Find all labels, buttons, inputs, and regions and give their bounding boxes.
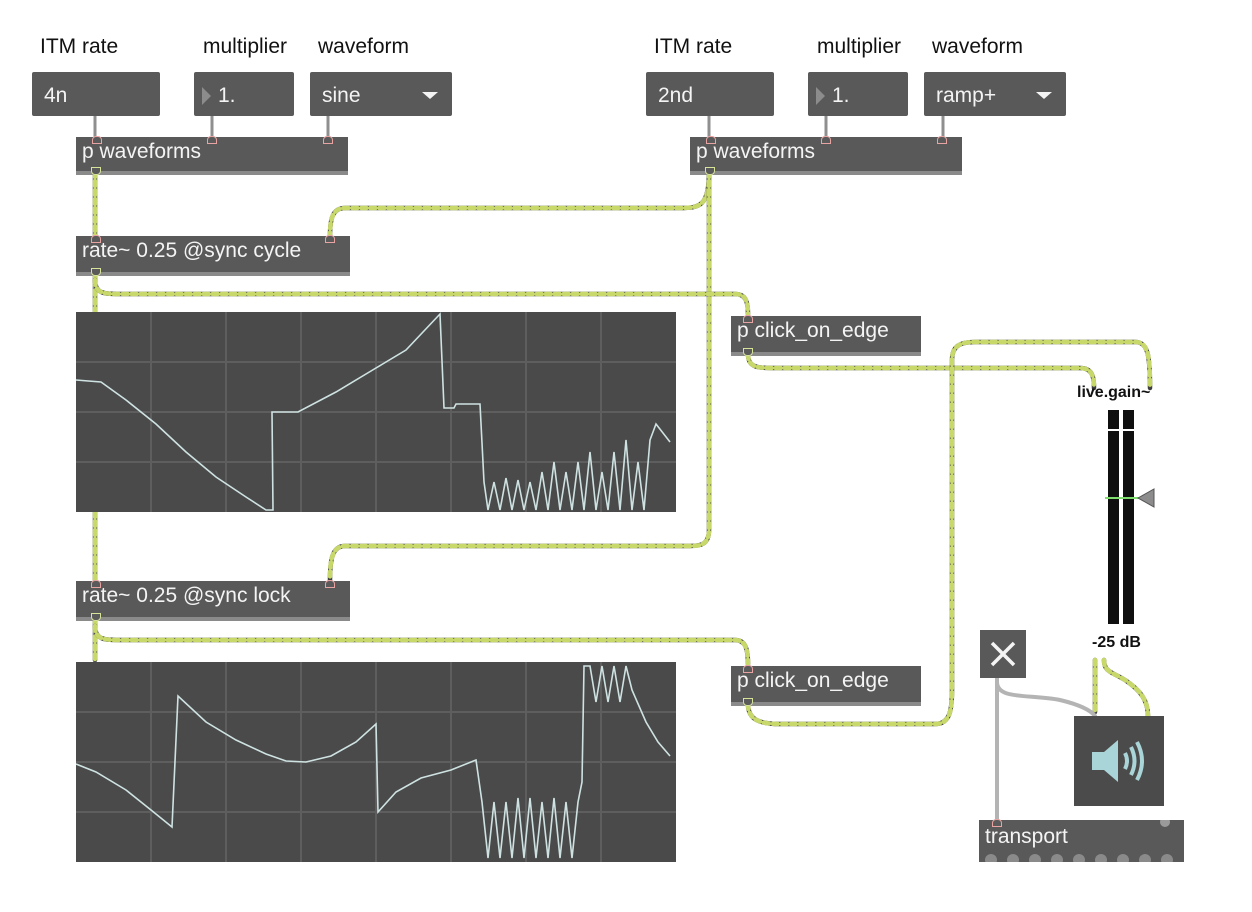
- patchcord: [327, 169, 712, 239]
- inlet[interactable]: [821, 136, 831, 144]
- object-text: p click_on_edge: [737, 319, 889, 342]
- patchcord: [995, 680, 1097, 718]
- click-on-edge-subpatch-top[interactable]: p click_on_edge: [731, 315, 921, 356]
- rate-sync-lock-object[interactable]: rate~ 0.25 @sync lock: [76, 580, 350, 621]
- object-text: p waveforms: [696, 140, 816, 163]
- speaker-icon: [1092, 740, 1144, 782]
- patchcord: [327, 169, 712, 583]
- object-text: rate~ 0.25 @sync lock: [82, 584, 291, 607]
- chevron-down-icon: [422, 92, 438, 99]
- gain-label: live.gain~: [1077, 384, 1151, 401]
- transport-toggle[interactable]: [980, 630, 1026, 678]
- waveforms-subpatch-right[interactable]: p waveforms: [690, 136, 962, 175]
- click-on-edge-subpatch-bottom[interactable]: p click_on_edge: [731, 665, 921, 706]
- waveforms-subpatch-left[interactable]: p waveforms: [76, 136, 348, 175]
- outlet[interactable]: [743, 698, 753, 706]
- waveform-menu-left[interactable]: sine: [310, 72, 452, 116]
- inlet[interactable]: [325, 235, 335, 243]
- itm-rate-label-right: ITM rate: [654, 35, 733, 58]
- waveform-value: ramp+: [936, 84, 997, 107]
- itm-rate-value: 4n: [44, 84, 68, 107]
- inlet[interactable]: [207, 136, 217, 144]
- inlet[interactable]: [992, 819, 1002, 827]
- rate-sync-cycle-object[interactable]: rate~ 0.25 @sync cycle: [76, 235, 350, 276]
- inlet[interactable]: [937, 136, 947, 144]
- multiplier-number-left[interactable]: 1.: [194, 72, 294, 116]
- patchcord: [92, 623, 751, 667]
- scope-display-top[interactable]: [76, 312, 676, 512]
- itm-rate-menu-left[interactable]: 4n: [32, 72, 160, 116]
- patchcord: [92, 623, 751, 667]
- multiplier-label-right: multiplier: [817, 35, 902, 58]
- transport-object[interactable]: transport: [979, 819, 1184, 862]
- inlet[interactable]: [706, 136, 716, 144]
- inlet[interactable]: [743, 315, 753, 323]
- outlet[interactable]: [91, 613, 101, 621]
- itm-rate-value: 2nd: [658, 84, 694, 107]
- outlet[interactable]: [91, 167, 101, 175]
- inlet[interactable]: [92, 136, 102, 144]
- inlet[interactable]: [325, 580, 335, 588]
- patchcord: [327, 169, 712, 239]
- scope-trace-bottom: [76, 662, 676, 862]
- object-text: p waveforms: [82, 140, 202, 163]
- inlet[interactable]: [743, 665, 753, 673]
- patchcord: [1101, 657, 1151, 719]
- multiplier-value: 1.: [218, 84, 236, 107]
- object-text: p click_on_edge: [737, 669, 889, 692]
- outlet[interactable]: [705, 167, 715, 175]
- patchcord: [1101, 657, 1151, 719]
- inlet[interactable]: [91, 580, 101, 588]
- object-text: rate~ 0.25 @sync cycle: [82, 239, 302, 262]
- scope-display-bottom[interactable]: [76, 662, 676, 862]
- multiplier-number-right[interactable]: 1.: [808, 72, 908, 116]
- patchcord: [92, 277, 751, 317]
- itm-rate-menu-right[interactable]: 2nd: [646, 72, 774, 116]
- transport-outlets: [985, 820, 1173, 862]
- waveform-label-left: waveform: [318, 35, 410, 58]
- triangle-right-icon: [816, 87, 825, 105]
- chevron-down-icon: [1036, 92, 1052, 99]
- waveform-value: sine: [322, 84, 361, 107]
- itm-rate-label-left: ITM rate: [40, 35, 119, 58]
- triangle-right-icon: [202, 87, 211, 105]
- inlet[interactable]: [323, 136, 333, 144]
- patchcord: [745, 351, 1097, 391]
- close-x-icon: [990, 641, 1016, 667]
- multiplier-label-left: multiplier: [203, 35, 288, 58]
- patchcord: [92, 277, 751, 317]
- audio-output-button[interactable]: [1074, 716, 1164, 806]
- object-text: transport: [985, 825, 1068, 848]
- waveform-label-right: waveform: [932, 35, 1024, 58]
- waveform-menu-right[interactable]: ramp+: [924, 72, 1066, 116]
- outlet[interactable]: [743, 348, 753, 356]
- outlet[interactable]: [91, 268, 101, 276]
- patchcord: [745, 351, 1097, 391]
- gain-value: -25 dB: [1092, 634, 1141, 651]
- scope-trace-top: [76, 312, 676, 512]
- multiplier-value: 1.: [832, 84, 850, 107]
- inlet[interactable]: [91, 235, 101, 243]
- patchcord: [745, 339, 1153, 727]
